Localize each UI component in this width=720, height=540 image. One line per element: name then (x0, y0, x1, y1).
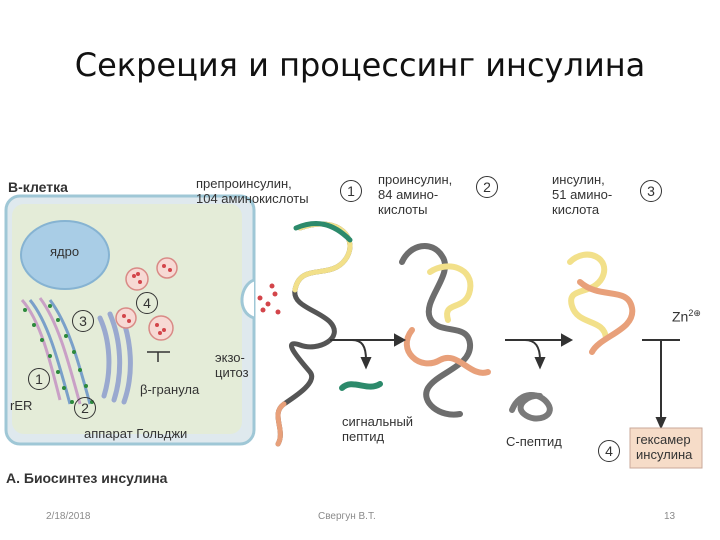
stage1-marker: 1 (340, 180, 362, 202)
preproinsulin-chain (278, 224, 350, 444)
signal-peptide-label: сигнальный пептид (342, 414, 413, 444)
nucleus-label: ядро (50, 244, 79, 259)
rer-label: rER (10, 398, 32, 413)
zinc-label: Zn2⊕ (672, 306, 701, 325)
arrow-c-peptide-cleavage (505, 335, 571, 367)
granule-label: β-гранула (140, 382, 199, 397)
stage3-label: инсулин, 51 амино- кислота (552, 172, 612, 217)
c-peptide-label: С-пептид (506, 434, 562, 449)
footer-author: Свергун В.Т. (318, 511, 376, 522)
arrow-signal-cleavage (330, 335, 404, 367)
step-4-marker: 4 (136, 292, 158, 314)
secreted-insulin (258, 284, 281, 315)
stage2-marker: 2 (476, 176, 498, 198)
arrow-hexamer-formation (642, 340, 680, 427)
footer-date: 2/18/2018 (46, 511, 91, 522)
signal-peptide (342, 384, 380, 388)
c-peptide (512, 395, 550, 419)
insulin-fold (570, 255, 632, 352)
stage2-label: проинсулин, 84 амино- кислоты (378, 172, 452, 217)
stage1-label: препроинсулин, 104 аминокислоты (196, 176, 309, 206)
step-2-marker: 2 (74, 397, 96, 419)
footer-page-number: 13 (664, 511, 675, 522)
cell-label: В-клетка (8, 180, 68, 195)
step-3-marker: 3 (72, 310, 94, 332)
exocytosis-label: экзо- цитоз (215, 350, 249, 380)
stage3-marker: 3 (640, 180, 662, 202)
diagram-caption: A. Биосинтез инсулина (6, 471, 167, 486)
step-1-marker: 1 (28, 368, 50, 390)
proinsulin-fold (402, 246, 488, 415)
hexamer-label: гексамер инсулина (636, 432, 692, 462)
golgi-label: аппарат Гольджи (84, 426, 187, 441)
stage4-marker: 4 (598, 440, 620, 462)
